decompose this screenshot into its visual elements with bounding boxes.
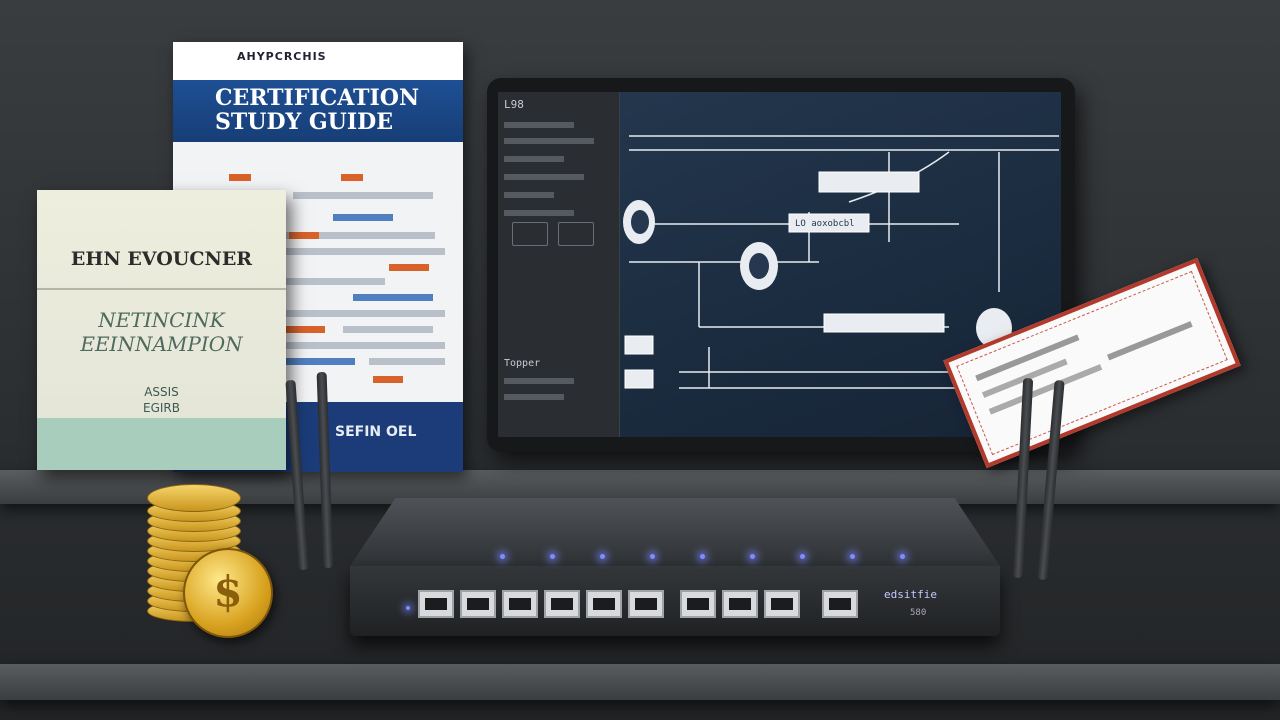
ethernet-port[interactable] xyxy=(502,590,538,618)
network-router: edsitfie 580 xyxy=(350,554,1000,636)
status-led xyxy=(900,554,905,559)
voucher-small-text: ASSIS EGIRB xyxy=(37,384,286,416)
guide-content-row xyxy=(285,358,355,365)
sidebar-button[interactable] xyxy=(558,222,594,246)
lower-shelf xyxy=(0,664,1280,700)
sidebar-footer: Topper xyxy=(504,358,541,369)
ethernet-port[interactable] xyxy=(722,590,758,618)
diagram-label-mid: LO aoxobcbl xyxy=(795,219,855,229)
router-top-panel xyxy=(350,498,1000,566)
status-led xyxy=(500,554,505,559)
guide-title-line2: STUDY GUIDE xyxy=(215,109,393,135)
voucher-subtitle-line1: NETINCINK xyxy=(98,308,225,332)
tablet-sidebar: L98 Topper xyxy=(498,92,620,437)
guide-content-row xyxy=(285,310,445,317)
sidebar-row xyxy=(504,122,574,128)
sidebar-button[interactable] xyxy=(512,222,548,246)
status-led xyxy=(800,554,805,559)
guide-content-row xyxy=(369,358,445,365)
guide-footer-text: SEFIN OEL xyxy=(335,424,417,440)
tablet-screen: L98 Topper xyxy=(498,92,1061,437)
voucher-subtitle: NETINCINK EEINNAMPION xyxy=(37,308,286,356)
guide-content-row xyxy=(229,174,251,181)
guide-content-row xyxy=(341,174,363,181)
diagram-box xyxy=(624,335,654,355)
guide-content-row xyxy=(373,376,403,383)
dollar-coin: $ xyxy=(183,548,273,638)
voucher-title: EHN EVOUCNER xyxy=(70,248,253,270)
ethernet-port[interactable] xyxy=(544,590,580,618)
guide-content-row xyxy=(285,326,325,333)
guide-content-row xyxy=(285,278,385,285)
exam-voucher-book: EHN EVOUCNER NETINCINK EEINNAMPION ASSIS… xyxy=(37,190,286,470)
diagram-box xyxy=(788,213,870,233)
guide-title-band: CERTIFICATION STUDY GUIDE xyxy=(173,80,463,142)
guide-content-row xyxy=(343,326,433,333)
guide-content-row xyxy=(285,248,445,255)
ethernet-port[interactable] xyxy=(460,590,496,618)
guide-content-row xyxy=(285,342,445,349)
guide-content-row xyxy=(293,192,433,199)
voucher-divider xyxy=(37,288,286,290)
ethernet-port[interactable] xyxy=(764,590,800,618)
ethernet-port[interactable] xyxy=(586,590,622,618)
uplink-port[interactable] xyxy=(822,590,858,618)
status-led xyxy=(550,554,555,559)
sidebar-row xyxy=(504,192,554,198)
coin xyxy=(147,484,241,512)
sidebar-row xyxy=(504,394,564,400)
certification-study-guide: AHYPCRCHIS CERTIFICATION STUDY GUIDE SEF… xyxy=(173,42,463,472)
voucher-small-line2: EGIRB xyxy=(143,401,180,415)
sidebar-row xyxy=(504,156,564,162)
guide-content-row xyxy=(353,294,433,301)
voucher-bottom-strip xyxy=(37,418,286,470)
sidebar-row xyxy=(504,174,584,180)
voucher-subtitle-line2: EEINNAMPION xyxy=(80,332,243,356)
router-model-text: 580 xyxy=(910,608,927,618)
power-led xyxy=(406,606,410,610)
router-brand-text: edsitfie xyxy=(884,588,937,601)
status-led xyxy=(700,554,705,559)
guide-publisher: AHYPCRCHIS xyxy=(173,42,463,80)
voucher-small-line1: ASSIS xyxy=(144,385,179,399)
tablet: L98 Topper xyxy=(487,78,1075,452)
ethernet-port[interactable] xyxy=(418,590,454,618)
guide-content-row xyxy=(285,232,435,239)
sidebar-row xyxy=(504,210,574,216)
diagram-box xyxy=(818,171,920,193)
sidebar-row xyxy=(504,138,594,144)
diagram-box xyxy=(823,313,945,333)
status-led xyxy=(600,554,605,559)
ethernet-port[interactable] xyxy=(628,590,664,618)
status-led xyxy=(650,554,655,559)
sidebar-row xyxy=(504,378,574,384)
dollar-sign-icon: $ xyxy=(213,567,243,616)
guide-title-line1: CERTIFICATION xyxy=(215,85,420,111)
switch-node-icon xyxy=(749,253,769,279)
diagram-box xyxy=(624,369,654,389)
router-node-icon xyxy=(631,210,649,234)
guide-content-row xyxy=(289,232,319,239)
guide-content-row xyxy=(333,214,393,221)
status-led xyxy=(850,554,855,559)
sidebar-header: L98 xyxy=(504,98,524,111)
guide-content-row xyxy=(389,264,429,271)
status-led xyxy=(750,554,755,559)
ethernet-port[interactable] xyxy=(680,590,716,618)
